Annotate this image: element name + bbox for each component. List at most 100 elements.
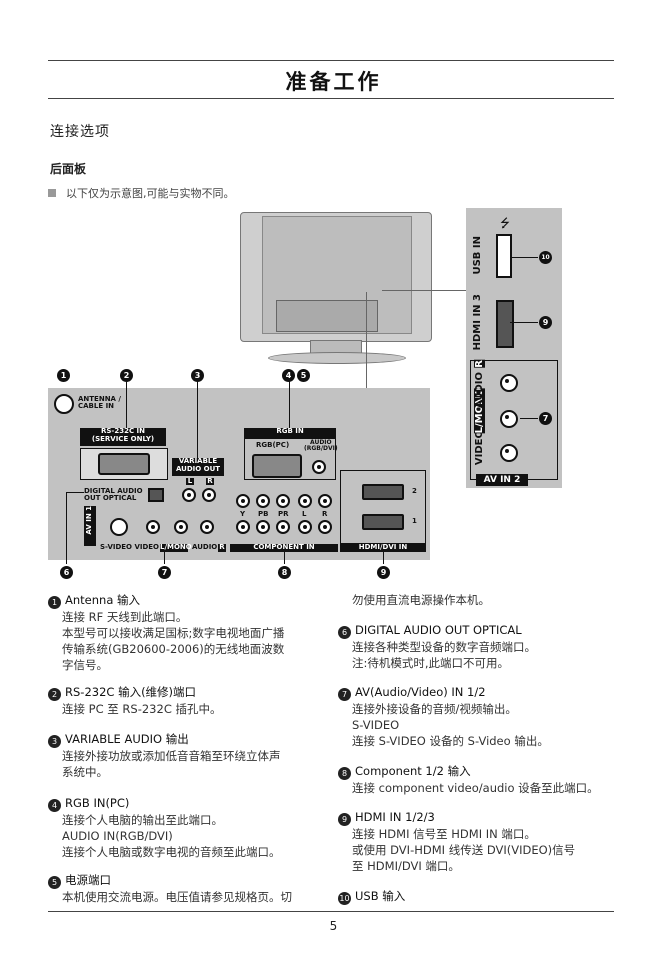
audio-rgb-dvi-jack xyxy=(312,460,326,474)
digital-audio-label: DIGITAL AUDIO OUT OPTICAL xyxy=(84,487,143,503)
item-line: 或使用 DVI-HDMI 线传送 DVI(VIDEO)信号 xyxy=(352,843,576,857)
digital-audio-leader xyxy=(66,492,84,493)
av2-r-jack xyxy=(500,374,518,392)
item-heading: 4 RGB IN(PC) xyxy=(48,795,323,812)
item-line: 连接各种类型设备的数字音频端口。 xyxy=(352,640,536,654)
svideo-port xyxy=(110,518,128,536)
svideo-video-label: S-VIDEO VIDEO xyxy=(100,543,160,551)
callout-7-side: 7 xyxy=(539,412,552,425)
section-heading: 连接选项 xyxy=(50,124,110,140)
av1-audio-r-jack xyxy=(200,520,214,534)
hdmi-dvi-box xyxy=(340,470,426,544)
tv-connector-area xyxy=(276,300,378,332)
variable-audio-label: VARIABLE AUDIO OUT xyxy=(172,457,224,476)
callout-line-9b xyxy=(510,322,538,323)
callout-line-6 xyxy=(66,492,67,564)
tv-stand-base xyxy=(268,352,406,364)
comp1-pr-jack xyxy=(276,494,290,508)
item-line: 连接 PC 至 RS-232C 插孔中。 xyxy=(62,702,222,716)
comp2-y-jack xyxy=(236,520,250,534)
usb-port xyxy=(496,234,512,278)
item-number-badge: 10 xyxy=(338,892,351,905)
comp-r-label: R xyxy=(322,510,328,518)
callout-line-2 xyxy=(126,378,127,428)
hdmi-2-label: 2 xyxy=(412,487,417,495)
side-callout-line xyxy=(382,290,468,291)
comp-pr-label: PR xyxy=(278,510,289,518)
comp1-r-jack xyxy=(318,494,332,508)
rgb-in-label: RGB IN xyxy=(244,427,336,438)
item-heading-text: HDMI IN 1/2/3 xyxy=(355,810,435,824)
item-line: 连接 component video/audio 设备至此端口。 xyxy=(352,781,599,795)
comp2-r-jack xyxy=(318,520,332,534)
av1-video-jack xyxy=(146,520,160,534)
comp2-l-jack xyxy=(298,520,312,534)
callout-7: 7 xyxy=(158,566,171,579)
item-number-badge: 4 xyxy=(48,799,61,812)
audio-label: AUDIO xyxy=(192,543,218,551)
variable-audio-r-jack xyxy=(202,488,216,502)
footer-rule xyxy=(48,911,614,912)
item-heading: 2 RS-232C 输入(维修)端口 xyxy=(48,684,323,701)
item-heading-text: RS-232C 输入(维修)端口 xyxy=(65,685,197,699)
page-number: 5 xyxy=(329,919,338,933)
item-heading-text: 电源端口 xyxy=(65,873,111,887)
callout-line-4 xyxy=(289,378,290,428)
item-number-badge: 2 xyxy=(48,688,61,701)
item-line: 连接 RF 天线到此端口。 xyxy=(62,610,188,624)
description-item: 2 RS-232C 输入(维修)端口连接 PC 至 RS-232C 插孔中。 xyxy=(48,684,323,717)
comp-l-label: L xyxy=(302,510,307,518)
audio-rgb-dvi-label: AUDIO (RGB/DVI) xyxy=(304,439,338,453)
comp1-pb-jack xyxy=(256,494,270,508)
item-heading-text: DIGITAL AUDIO OUT OPTICAL xyxy=(355,623,522,637)
callout-2: 2 xyxy=(120,369,133,382)
item-heading-text: AV(Audio/Video) IN 1/2 xyxy=(355,685,486,699)
callout-line-7b xyxy=(520,418,538,419)
rear-panel-diagram: ANTENNA / CABLE IN RS-232C IN (SERVICE O… xyxy=(48,208,562,579)
item-line: 连接外接功放或添加低音音箱至环绕立体声 xyxy=(62,749,281,763)
variable-audio-l-jack xyxy=(182,488,196,502)
top-rule xyxy=(48,60,614,61)
item-line: 注:待机模式时,此端口不可用。 xyxy=(352,656,510,670)
page-title: 准备工作 xyxy=(285,70,382,94)
antenna-jack xyxy=(54,394,74,414)
variable-audio-r: R xyxy=(206,477,214,486)
comp2-pb-jack xyxy=(256,520,270,534)
item-number-badge: 5 xyxy=(48,876,61,889)
item-heading-text: RGB IN(PC) xyxy=(65,796,130,810)
tv-back-cover xyxy=(262,216,412,334)
item-heading: 7 AV(Audio/Video) IN 1/2 xyxy=(338,684,613,701)
comp-pb-label: PB xyxy=(258,510,269,518)
av1-audio-l-jack xyxy=(174,520,188,534)
item-line: 连接 S-VIDEO 设备的 S-Video 输出。 xyxy=(352,734,549,748)
lmono-label: L/MONO xyxy=(160,543,192,552)
callout-9: 9 xyxy=(377,566,390,579)
item-heading-text: Component 1/2 输入 xyxy=(355,764,471,778)
rs232c-connector xyxy=(98,453,150,475)
callout-line-9 xyxy=(383,552,384,564)
hdmi-1-port xyxy=(362,514,404,530)
item-number-badge: 7 xyxy=(338,688,351,701)
rgb-pc-label: RGB(PC) xyxy=(256,441,290,449)
item-number-badge: 1 xyxy=(48,596,61,609)
item-heading-text: USB 输入 xyxy=(355,889,406,903)
side-audio-label: AUDIO xyxy=(474,372,485,409)
callout-line-7 xyxy=(164,552,165,564)
item-line: AUDIO IN(RGB/DVI) xyxy=(62,829,173,843)
callout-6: 6 xyxy=(60,566,73,579)
callout-line-10 xyxy=(512,257,538,258)
component-in-label: COMPONENT IN xyxy=(230,543,338,552)
hdmi-dvi-label: HDMI/DVI IN xyxy=(340,543,426,552)
av2-l-jack xyxy=(500,410,518,428)
item-line: 勿使用直流电源操作本机。 xyxy=(352,593,490,607)
item-line: 连接 HDMI 信号至 HDMI IN 端口。 xyxy=(352,827,536,841)
